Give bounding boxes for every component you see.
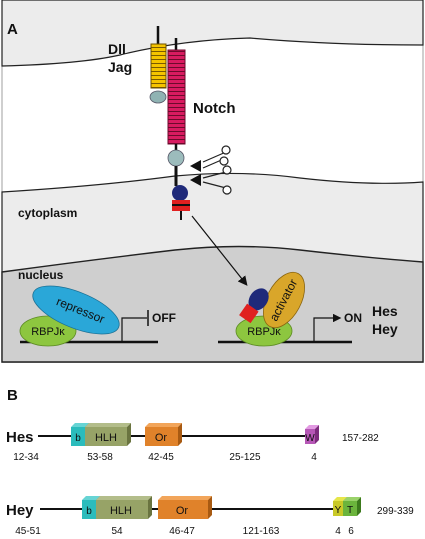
scissors-icon-s2 — [202, 145, 231, 169]
off-label: OFF — [152, 311, 176, 325]
hes-domain-hlh — [85, 423, 131, 446]
notch-ank-band — [172, 204, 190, 206]
nicd-bound — [239, 288, 269, 324]
notch-egf-repeats — [167, 49, 186, 145]
hey-b-label: b — [86, 506, 92, 517]
rbpjk-left-label: RBPJκ — [31, 326, 65, 338]
hes-hlh-label: HLH — [95, 432, 117, 444]
hey-len-3: 46-47 — [169, 526, 195, 537]
notch-ram-domain — [172, 185, 188, 201]
hey-len-4: 121-163 — [243, 526, 280, 537]
ligand-dsl-domain — [149, 90, 167, 104]
hes-len-2: 53-58 — [87, 452, 113, 463]
hes-len-3: 42-45 — [148, 452, 174, 463]
hes-w-label: W — [305, 433, 315, 444]
ligand-jag-label: Jag — [108, 59, 132, 75]
hes-len-1: 12-34 — [13, 452, 39, 463]
activator-blob — [263, 271, 305, 329]
target-hey-label: Hey — [372, 321, 398, 337]
target-hes-label: Hes — [372, 303, 398, 319]
hes-domain-w — [305, 425, 319, 444]
hey-hlh-label: HLH — [110, 505, 132, 517]
hey-len-5: 4 — [335, 526, 341, 537]
ligand-dll-label: Dll — [108, 41, 126, 57]
hey-total: 299-339 — [377, 506, 414, 517]
rbpjk-right-label: RBPJκ — [247, 326, 281, 338]
notch-nrr-domain — [167, 149, 185, 167]
panel-b-label: B — [7, 387, 18, 404]
hes-total: 157-282 — [342, 433, 379, 444]
notch-label: Notch — [193, 100, 236, 117]
ligand-egf-repeats — [150, 43, 167, 89]
hey-t-label: T — [347, 505, 353, 516]
repressor-blob — [32, 285, 120, 335]
hey-domain-hlh — [96, 496, 152, 519]
hes-or-label: Or — [155, 432, 168, 444]
promoter-left — [121, 317, 147, 342]
hey-len-1: 45-51 — [15, 526, 41, 537]
hey-domain-or — [158, 496, 212, 519]
hes-domain-or — [145, 423, 182, 446]
panel-a-label: A — [7, 21, 18, 38]
hey-len-2: 54 — [111, 526, 123, 537]
cytoplasm-label: cytoplasm — [18, 206, 77, 220]
translocation-arrow — [191, 215, 248, 286]
nucleus-label: nucleus — [18, 268, 64, 282]
hes-name: Hes — [6, 429, 34, 446]
cleavage-arrow-s2 — [190, 160, 201, 172]
cleavage-arrow-s3 — [190, 174, 201, 186]
hes-len-5: 4 — [311, 452, 317, 463]
promoter-right — [313, 313, 342, 342]
sending-cell — [1, 0, 424, 67]
hes-len-4: 25-125 — [229, 452, 261, 463]
hey-name: Hey — [6, 502, 34, 519]
hes-b-label: b — [75, 433, 81, 444]
hey-len-6: 6 — [348, 526, 354, 537]
scissors-icon-s3 — [202, 165, 232, 195]
hey-domain-t — [343, 497, 361, 516]
on-label: ON — [344, 311, 362, 325]
hey-y-label: Y — [335, 505, 342, 516]
hey-or-label: Or — [176, 505, 189, 517]
